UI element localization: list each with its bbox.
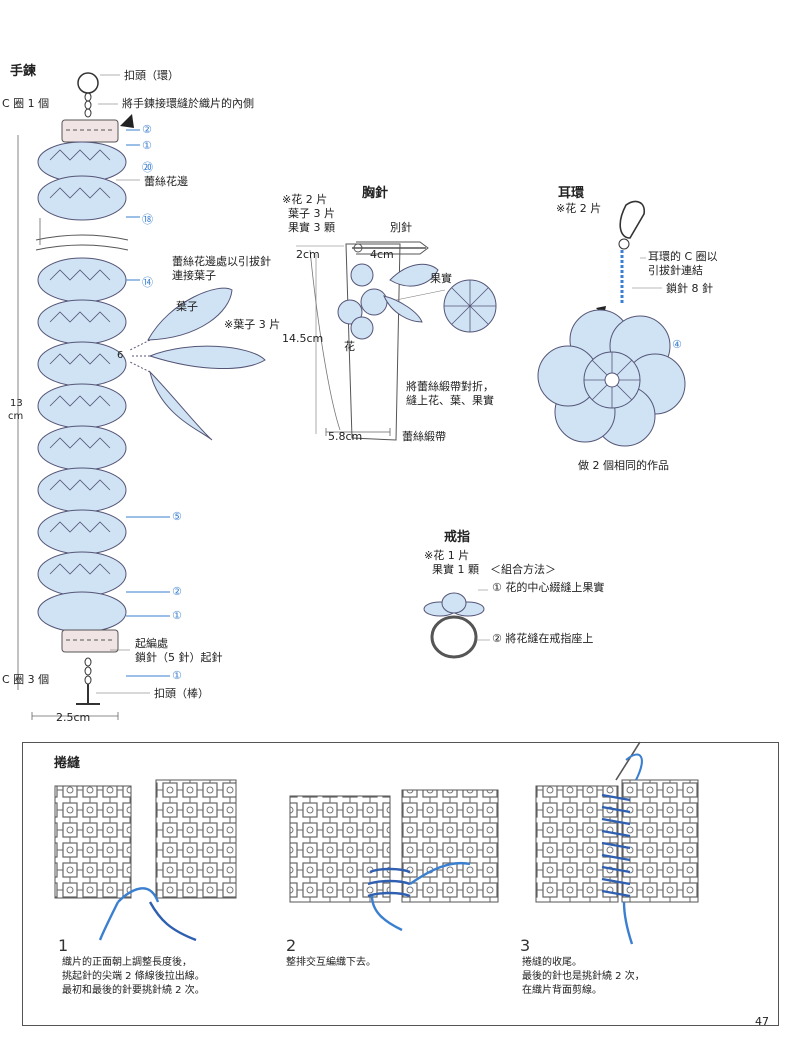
step-2-line-1: 整排交互編織下去。 [286, 957, 376, 968]
earring-title: 耳環 [558, 186, 585, 201]
bracelet-title: 手鍊 [10, 64, 37, 79]
brooch-note-2: 葉子 3 片 [288, 207, 335, 220]
row-1-bottom: ① [172, 609, 182, 622]
whip-title: 捲縫 [54, 756, 81, 771]
earring-drawing [537, 200, 686, 447]
brooch-note-3: 果實 3 顆 [288, 221, 335, 234]
leaf-label: 葉子 [176, 300, 198, 313]
ring-step-1: ① 花的中心綴縫上果實 [492, 581, 605, 594]
step-3-number: 3 [520, 936, 531, 955]
row-14: ⑭ [142, 276, 153, 289]
clasp-bar-label: 扣頭（棒） [154, 687, 209, 700]
step-1-number: 1 [58, 936, 69, 955]
earring-row-4: ④ [672, 338, 682, 351]
ring-note-2: 果實 1 顆 [432, 563, 479, 576]
brooch-height: 14.5cm [282, 332, 324, 345]
six-label: 6 [117, 350, 124, 361]
ring-step-2: ② 將花縫在戒指座上 [492, 632, 594, 645]
flower-label: 花 [344, 340, 355, 353]
earring-cring-2: 引拔針連結 [648, 264, 703, 277]
whip-stitch-panel [22, 742, 779, 1026]
lace-edge-label: 蕾絲花邊 [144, 175, 188, 188]
sew-note: 將手鍊接環縫於織片的內側 [122, 97, 254, 110]
step-1-line-3: 最初和最後的針要挑針繞 2 次。 [62, 985, 205, 996]
page-number: 47 [755, 1015, 769, 1028]
start-label-2: 鎖針（5 針）起針 [135, 651, 223, 664]
clasp-ring-label: 扣頭（環） [124, 69, 179, 82]
bracelet-drawing [17, 72, 266, 720]
bracelet-width: 2.5cm [56, 711, 91, 724]
ring-title: 戒指 [444, 530, 471, 545]
ribbon-label: 蕾絲緞帶 [402, 430, 446, 443]
ring-drawing [423, 589, 490, 659]
pin-label: 別針 [390, 221, 412, 234]
brooch-width-4: 4cm [370, 248, 394, 261]
c-ring-3-label: C 圈 3 個 [2, 673, 50, 686]
step-3-line-2: 最後的針也是挑針繞 2 次， [522, 971, 645, 982]
step-1-line-1: 織片的正面朝上調整長度後， [62, 957, 192, 968]
c-ring-1-label: C 圈 1 個 [2, 97, 50, 110]
fruit-label: 果實 [430, 272, 452, 285]
row-18: ⑱ [142, 213, 153, 226]
ring-method: ＜組合方法＞ [490, 563, 556, 576]
fold-note-1: 將蕾絲緞帶對折， [406, 380, 494, 393]
brooch-width-58: 5.8cm [328, 430, 363, 443]
step-3-line-3: 在織片背面剪線。 [522, 985, 602, 996]
earring-chain: 鎖針 8 針 [666, 282, 713, 295]
whip-stitch-drawings [54, 741, 699, 945]
ring-note-1: ※花 1 片 [424, 549, 470, 562]
leaf-count: ※葉子 3 片 [224, 318, 281, 331]
step-2-number: 2 [286, 936, 297, 955]
brooch-width-2: 2cm [296, 248, 320, 261]
row-2-top: ② [142, 123, 152, 136]
leaf-note-1: 蕾絲花邊處以引拔針 [172, 255, 271, 268]
earring-same-note: 做 2 個相同的作品 [578, 459, 669, 472]
row-2-bottom: ② [172, 585, 182, 598]
earring-note: ※花 2 片 [556, 202, 602, 215]
row-5: ⑤ [172, 510, 182, 523]
step-1-line-2: 挑起針的尖端 2 條線後拉出線。 [62, 971, 205, 982]
step-3-line-1: 捲縫的收尾。 [522, 957, 582, 968]
row-1-top: ① [142, 139, 152, 152]
brooch-note-1: ※花 2 片 [282, 193, 328, 206]
brooch-drawing [296, 241, 497, 441]
length-value: 13 [10, 398, 23, 409]
row-1-chain: ① [172, 669, 182, 682]
row-20: ⑳ [142, 161, 153, 174]
brooch-title: 胸針 [362, 186, 389, 201]
fold-note-2: 縫上花、葉、果實 [406, 394, 494, 407]
start-label-1: 起編處 [135, 637, 168, 650]
leaf-note-2: 連接葉子 [172, 269, 216, 282]
length-unit: cm [8, 411, 24, 422]
earring-cring-1: 耳環的 C 圈以 [648, 250, 718, 263]
